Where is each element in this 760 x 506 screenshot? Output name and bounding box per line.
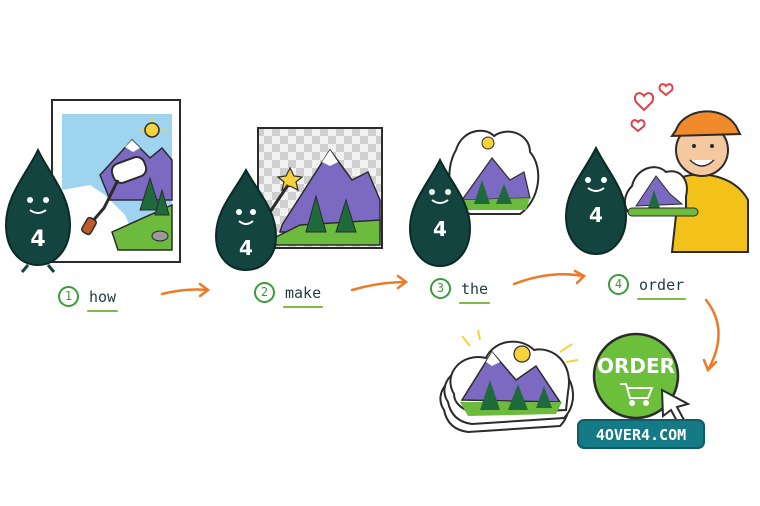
magic-wand-icon bbox=[268, 166, 304, 213]
mascot-drop: 4 bbox=[4, 147, 72, 273]
step-arrows bbox=[160, 269, 720, 373]
order-button-label: ORDER bbox=[597, 354, 675, 378]
step-word-2: make bbox=[285, 283, 322, 302]
step1-scene: 4 bbox=[4, 99, 181, 273]
step-label-2: 2 make bbox=[254, 282, 321, 303]
mascot-drop: 4 bbox=[214, 167, 278, 272]
brand-badge[interactable]: 4OVER4.COM bbox=[577, 419, 705, 449]
sticker bbox=[624, 166, 699, 217]
mascot-drop: 4 bbox=[408, 157, 472, 268]
cursor-icon bbox=[660, 388, 691, 425]
step3-scene: 4 bbox=[408, 129, 540, 268]
step-word-1: how bbox=[89, 287, 117, 306]
brand-label: 4OVER4.COM bbox=[596, 426, 686, 444]
mascot-number: 4 bbox=[30, 227, 45, 252]
arrow-2-3 bbox=[350, 280, 408, 292]
step-word-3: the bbox=[461, 279, 489, 298]
mascot-drop: 4 bbox=[564, 145, 628, 256]
step-number-2: 2 bbox=[254, 282, 275, 303]
mascot-number: 4 bbox=[433, 217, 447, 241]
step-number-1: 1 bbox=[58, 286, 79, 307]
transparent-canvas bbox=[257, 127, 383, 249]
arrow-1-2 bbox=[160, 288, 210, 296]
step-word-4: order bbox=[639, 275, 685, 294]
sticker-stack bbox=[439, 329, 579, 434]
heart-icon bbox=[630, 83, 674, 133]
sticker bbox=[448, 129, 540, 215]
mascot-number: 4 bbox=[589, 203, 603, 227]
arrow-3-4 bbox=[512, 272, 586, 286]
step4-scene: 4 bbox=[564, 83, 749, 256]
step-label-1: 1 how bbox=[58, 286, 116, 307]
step-label-4: 4 order bbox=[608, 274, 684, 295]
step-number-4: 4 bbox=[608, 274, 629, 295]
mascot-number: 4 bbox=[239, 236, 253, 260]
customer bbox=[670, 110, 749, 253]
cart-icon bbox=[620, 383, 654, 406]
step-label-3: 3 the bbox=[430, 278, 488, 299]
step2-scene: 4 bbox=[214, 127, 383, 272]
sun-icon bbox=[139, 117, 165, 138]
paint-roller-icon bbox=[81, 156, 148, 236]
step-number-3: 3 bbox=[430, 278, 451, 299]
order-button[interactable]: ORDER bbox=[592, 332, 680, 420]
arrow-4-order bbox=[704, 298, 720, 372]
sun-icon bbox=[513, 345, 531, 363]
